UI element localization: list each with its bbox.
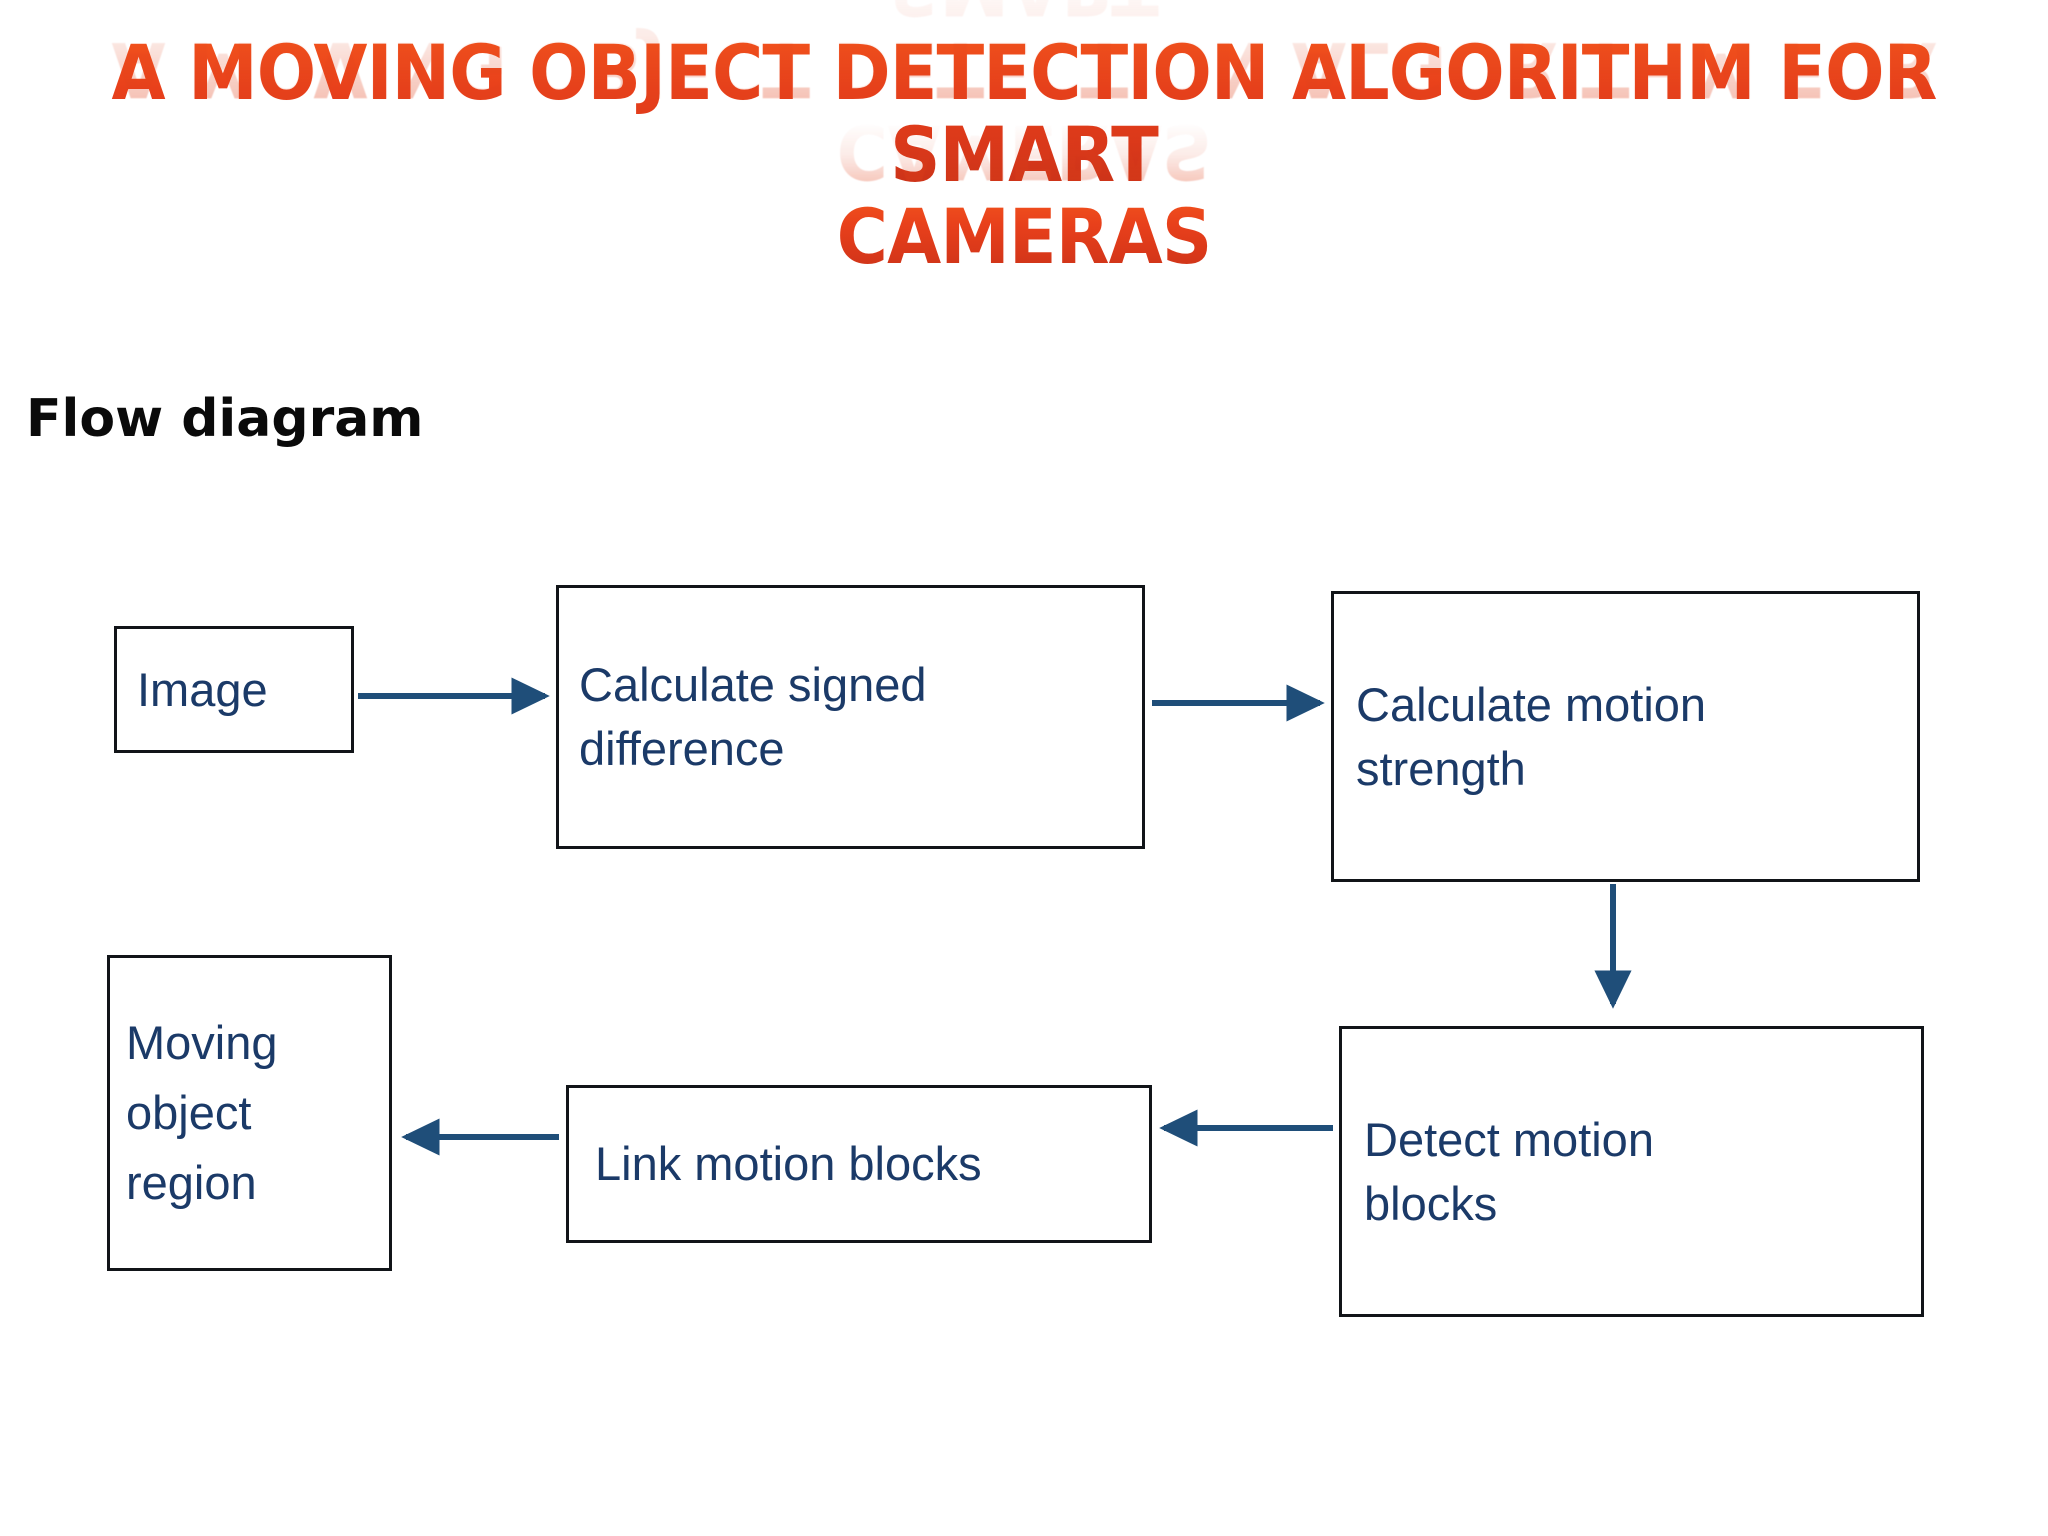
flow-node-moving-object-region[interactable]: Moving object region [107,955,392,1271]
flow-node-moving-object-region-label: Moving object region [126,1016,278,1209]
flow-node-image-label: Image [137,662,268,716]
flow-node-link-motion-blocks[interactable]: Link motion blocks [566,1085,1152,1243]
flow-node-link-motion-blocks-label: Link motion blocks [595,1137,982,1190]
flow-node-calculate-motion-strength-label: Calculate motion strength [1356,677,1707,795]
flow-node-calculate-motion-strength[interactable]: Calculate motion strength [1331,591,1920,882]
flow-node-detect-motion-blocks-label: Detect motion blocks [1364,1112,1654,1230]
flow-node-detect-motion-blocks[interactable]: Detect motion blocks [1339,1026,1924,1317]
flow-node-calculate-signed-difference-label: Calculate signed difference [579,658,927,775]
section-heading: Flow diagram [26,389,424,449]
flow-node-calculate-signed-difference[interactable]: Calculate signed difference [556,585,1145,849]
flow-node-image[interactable]: Image [114,626,354,753]
